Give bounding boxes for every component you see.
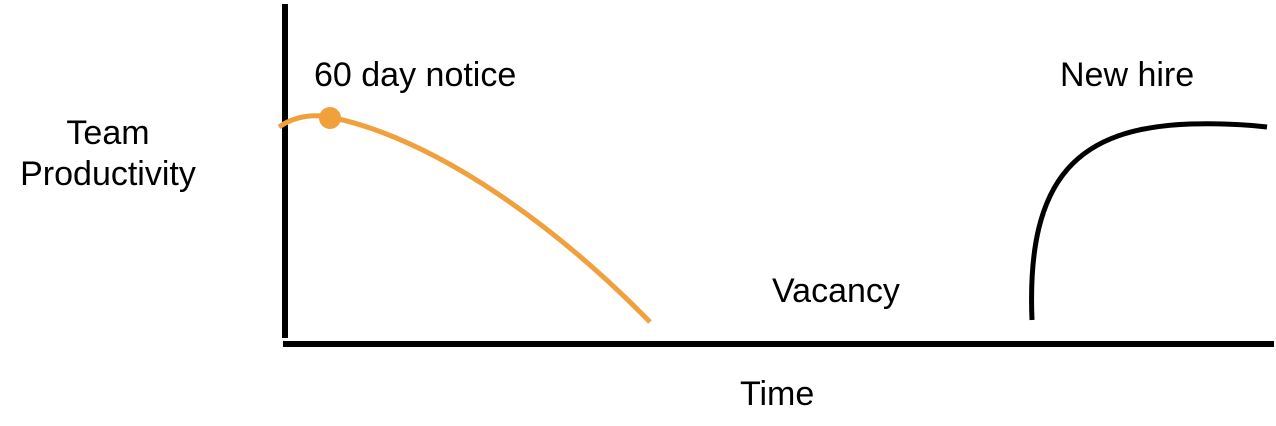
departing-employee-curve [277,113,652,324]
x-axis-label: Time [740,375,815,413]
y-axis-label: Team Productivity [0,113,216,195]
y-axis-label-line1: Team [66,114,150,152]
notice-point-marker [319,107,341,129]
y-axis-label-line2: Productivity [20,155,196,193]
vacancy-annotation: Vacancy [772,272,900,310]
new-hire-curve [1029,121,1268,321]
new-hire-annotation: New hire [1060,56,1195,94]
notice-annotation: 60 day notice [314,56,517,94]
